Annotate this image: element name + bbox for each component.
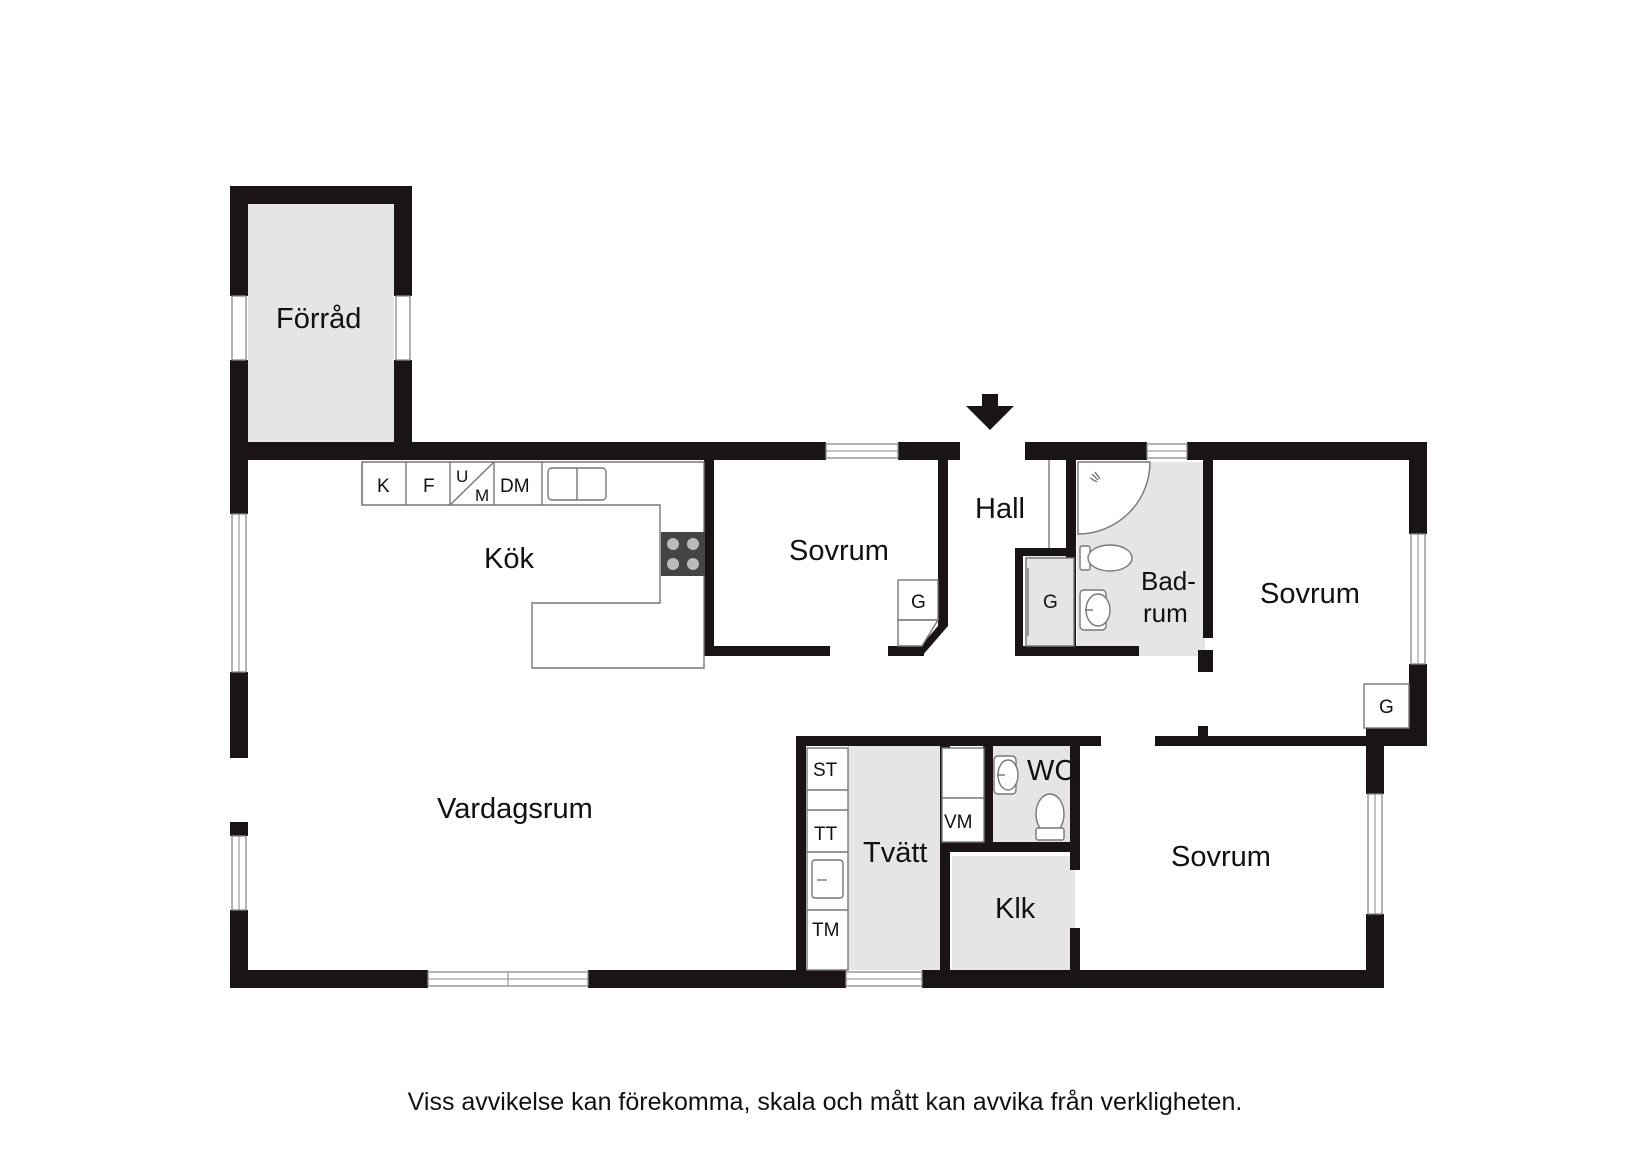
- top-wall-right-b: [1187, 442, 1427, 460]
- room-label-sovrum-1: Sovrum: [789, 535, 889, 567]
- forrad-wall-right-lower: [394, 360, 412, 442]
- right-wall-lower-a: [1366, 728, 1384, 794]
- bottom-wall-c: [922, 970, 1384, 988]
- shower-icon: [1077, 461, 1151, 535]
- kok-m-label: M: [475, 486, 489, 505]
- forrad-wall-left-lower: [230, 360, 248, 442]
- forrad-wall-right-upper: [394, 186, 412, 296]
- wc-wall-left: [983, 746, 993, 846]
- wc-washbasin-icon: [993, 755, 1019, 795]
- wc-toilet-icon: [1035, 793, 1065, 841]
- top-wall-left: [230, 442, 826, 460]
- tvatt-wall-left: [796, 736, 806, 976]
- klk-floor: [952, 856, 1075, 970]
- forrad-wall-left-upper: [230, 186, 248, 296]
- washbasin-icon: [1079, 589, 1111, 631]
- sovrum1-wall-right-upper: [938, 460, 948, 622]
- kok-k-label: K: [377, 476, 390, 497]
- laundry-cabinets: [806, 747, 849, 971]
- bottom-wall-a: [230, 970, 428, 988]
- vm-wall-bottom: [940, 842, 1076, 852]
- left-wall-c: [230, 822, 248, 836]
- room-label-wc: WC: [1027, 755, 1075, 787]
- opening-forrad-right: [395, 295, 411, 361]
- bathroom-fixtures: [1077, 461, 1151, 631]
- disclaimer-text: Viss avvikelse kan förekomma, skala och …: [407, 1088, 1243, 1116]
- sovrum1-wall-bottom-left: [704, 646, 830, 656]
- room-label-forrad: Förråd: [276, 303, 361, 335]
- room-label-badrum-1: Bad-: [1141, 566, 1196, 596]
- left-wall-a: [230, 442, 248, 514]
- kok-dm-label: DM: [500, 476, 530, 497]
- bath-wall-right-stub: [1198, 650, 1213, 672]
- wardrobe-sovrum2-label: G: [1379, 697, 1394, 718]
- room-label-kok: Kök: [484, 543, 534, 575]
- room-label-hall: Hall: [975, 493, 1025, 525]
- toilet-icon: [1079, 544, 1133, 572]
- right-wall-upper-b: [1409, 664, 1427, 746]
- stove-icon: [661, 532, 705, 576]
- right-wall-lower-b: [1366, 914, 1384, 988]
- wc-wall-right: [1070, 736, 1080, 870]
- room-label-vardagsrum: Vardagsrum: [437, 793, 593, 825]
- room-label-tvatt: Tvätt: [863, 837, 927, 869]
- top-wall-mid: [898, 442, 960, 460]
- sovrum1-wall-left: [704, 460, 714, 656]
- laundry-st-label: ST: [813, 760, 838, 781]
- room-labels: Förråd Kök Sovrum Hall Bad- rum Sovrum V…: [276, 303, 1360, 925]
- top-wall-right-a: [1025, 442, 1147, 460]
- wardrobe-hall: [1025, 557, 1075, 647]
- bottom-wall-b: [588, 970, 846, 988]
- sink-icon: [547, 467, 607, 501]
- sovrum2-wall-stub: [1198, 726, 1208, 738]
- wardrobe-sovrum1: [897, 579, 939, 621]
- room-label-badrum-2: rum: [1143, 598, 1188, 628]
- laundry-tm-label: TM: [812, 920, 839, 941]
- wardrobe-hall-label: G: [1043, 592, 1058, 613]
- wardrobes: G G G: [897, 460, 1410, 729]
- wardrobe-sovrum1-label: G: [911, 592, 926, 613]
- forrad-floor: [248, 204, 394, 442]
- kok-f-label: F: [423, 476, 435, 497]
- tvatt-wall-right: [940, 736, 950, 976]
- kitchen-counter: [361, 461, 705, 669]
- entrance-arrow-icon: [966, 394, 1014, 430]
- washing-machine: [941, 747, 985, 843]
- sovrum2-wall-bottom: [1155, 736, 1367, 746]
- kitchen-fixtures: K F U M DM: [361, 461, 705, 669]
- klk-wall-right: [1070, 928, 1080, 976]
- laundry-sink-icon: [811, 859, 844, 899]
- hall-closet-wall-left: [1015, 548, 1023, 648]
- tvatt-floor: [848, 738, 942, 970]
- kok-u-label: U: [456, 467, 468, 486]
- forrad-wall-top: [230, 186, 412, 204]
- laundry-tt-label: TT: [814, 824, 838, 845]
- room-label-sovrum-2: Sovrum: [1260, 578, 1360, 610]
- hall-closet-wall-top: [1015, 548, 1075, 556]
- windows: [231, 295, 1426, 987]
- laundry-vm-label: VM: [944, 812, 973, 833]
- wardrobe-sovrum2: [1363, 683, 1410, 729]
- left-wall-d: [230, 910, 248, 988]
- room-label-sovrum-3: Sovrum: [1171, 841, 1271, 873]
- laundry-fixtures: ST TT TM VM: [806, 747, 985, 971]
- hall-bottom-wall: [1015, 646, 1139, 656]
- right-wall-upper-a: [1409, 442, 1427, 534]
- left-wall-b: [230, 672, 248, 758]
- wc-fixtures: [993, 755, 1065, 841]
- room-label-klk: Klk: [995, 893, 1036, 925]
- sovrum1-wall-bottom-right: [888, 646, 924, 656]
- opening-forrad-left: [231, 295, 247, 361]
- bath-wall-right: [1203, 460, 1213, 638]
